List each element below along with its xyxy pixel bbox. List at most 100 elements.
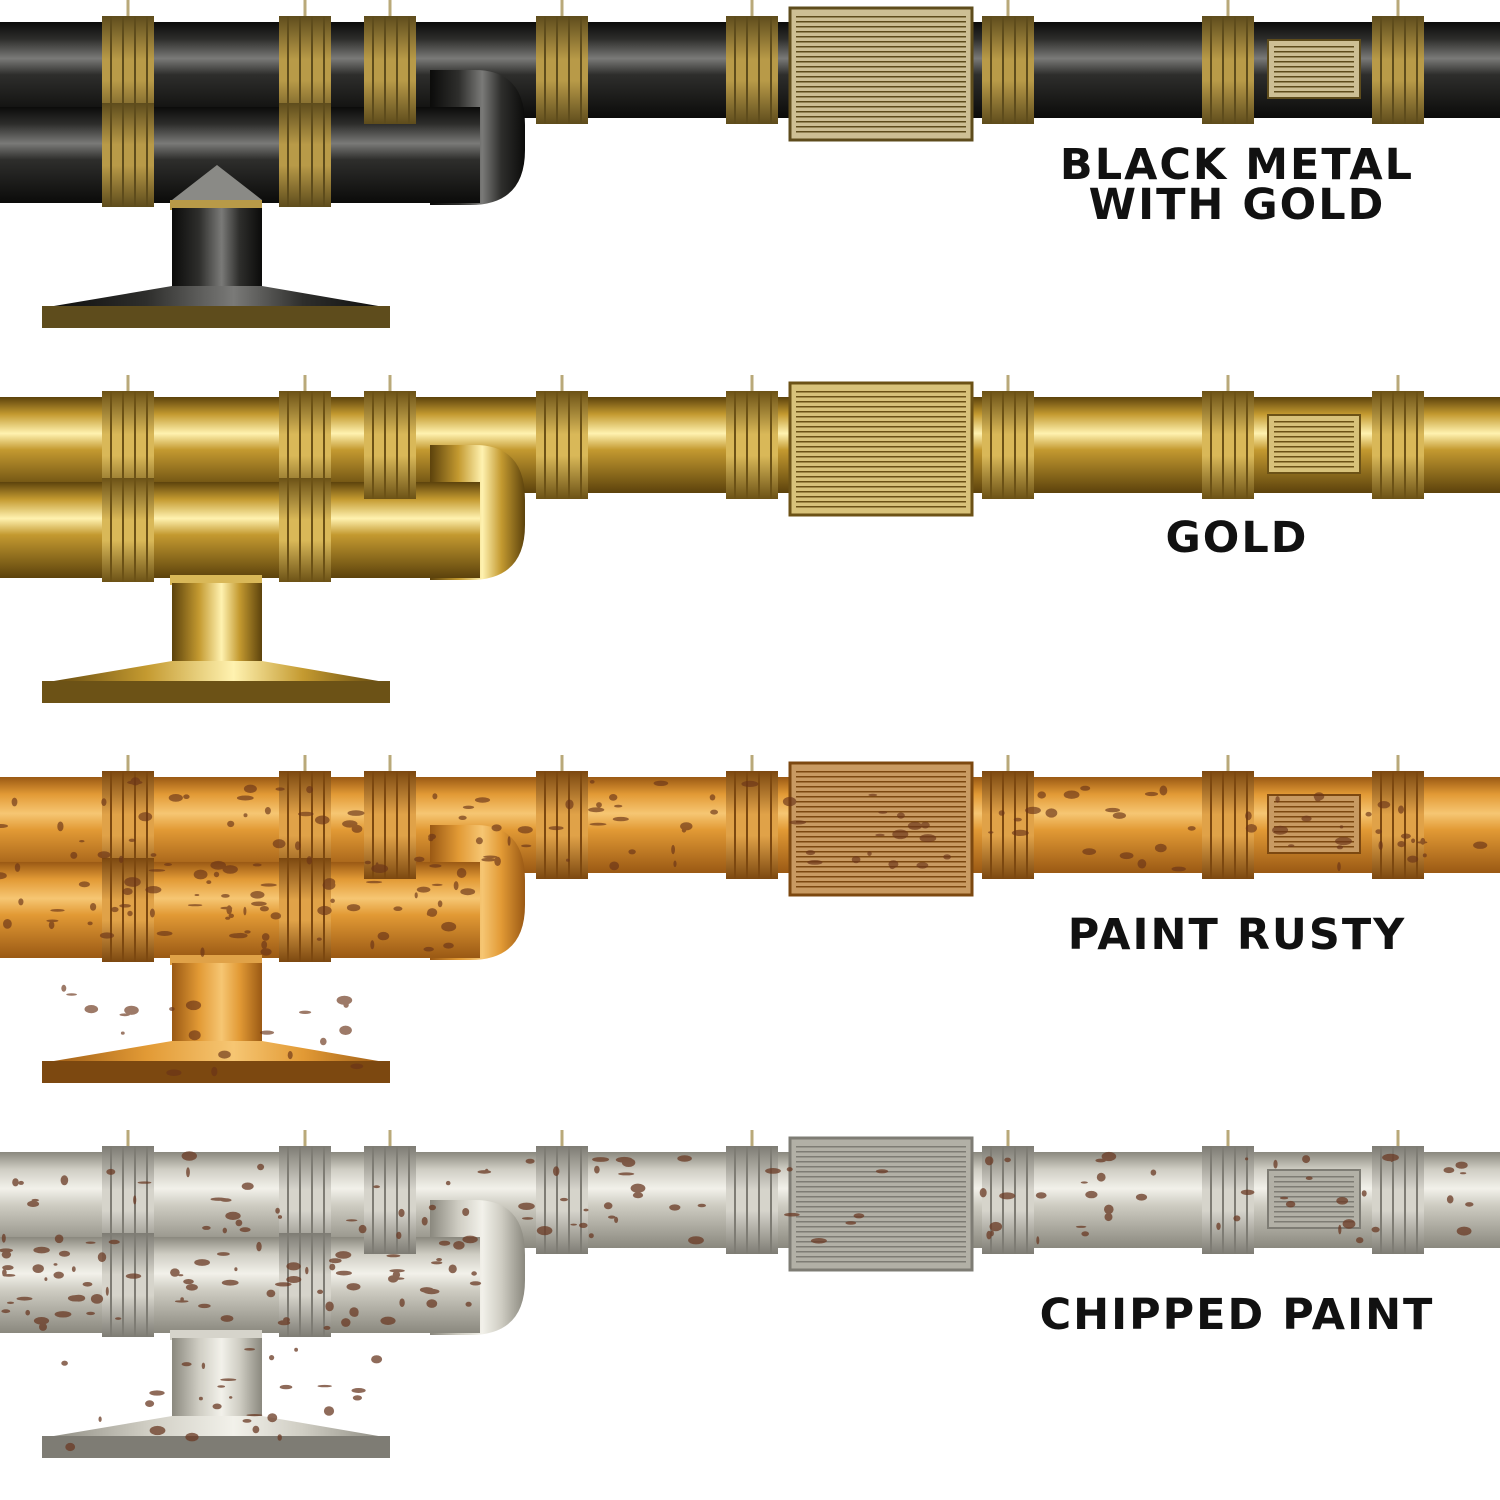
grille-slat [796,411,966,413]
pipe-coupling [726,391,778,499]
grille-slat [796,1261,966,1263]
small-grille-slat [1274,56,1354,58]
pipe-coupling [364,771,416,879]
hanger-rod [303,375,307,401]
branch-coupling [102,478,154,582]
small-grille-slat [1274,461,1354,463]
grille-slat [796,781,966,783]
pipe-coupling [1372,1146,1424,1254]
grille-slat [796,836,966,838]
small-grille-slat [1274,1196,1354,1198]
hanger-rod [1006,1130,1010,1156]
hanger-rod [560,375,564,401]
small-grille-slat [1274,801,1354,803]
tee-pipe [172,208,262,286]
diffuser-base [42,681,390,703]
pipe-coupling [1372,391,1424,499]
grille-slat [796,1216,966,1218]
duct-illustration [0,375,1500,703]
grille-slat [796,56,966,58]
diffuser-hood [42,1041,390,1063]
diffuser-hood [42,661,390,683]
grille-slat [796,476,966,478]
hanger-rod [303,1130,307,1156]
grille-slat [796,1231,966,1233]
grille-slat [796,876,966,878]
small-grille-slat [1274,456,1354,458]
grille-slat [796,856,966,858]
hanger-rod [1396,755,1400,781]
grille-slat [796,801,966,803]
diffuser-hood [42,1416,390,1438]
grille-slat [796,91,966,93]
small-grille-slat [1274,91,1354,93]
small-grille-slat [1274,1186,1354,1188]
grille-slat [796,846,966,848]
small-grille-slat [1274,816,1354,818]
pipe-coupling [536,1146,588,1254]
grille-slat [796,466,966,468]
grille-box [788,6,974,142]
hanger-rod [388,0,392,30]
pipe-coupling [536,771,588,879]
grille-slat [796,501,966,503]
grille-slat [796,81,966,83]
grille-slat [796,1156,966,1158]
material-label: CHIPPED PAINT [1027,1294,1447,1337]
small-grille [1267,39,1361,99]
hanger-rod [1396,375,1400,401]
hanger-rod [1226,375,1230,401]
grille-slat [796,71,966,73]
grille-slat [796,391,966,393]
tee-pipe [172,963,262,1041]
grille-box [788,761,974,897]
pipe-coupling [982,771,1034,879]
small-grille-slat [1274,821,1354,823]
grille-slat [796,491,966,493]
small-grille-slat [1274,76,1354,78]
grille-slat [796,796,966,798]
small-grille-slat [1274,1191,1354,1193]
grille-slat [796,791,966,793]
grille-slat [796,26,966,28]
small-grille-slat [1274,811,1354,813]
grille-slat [796,131,966,133]
small-grille-slat [1274,446,1354,448]
grille-slat [796,886,966,888]
hanger-rod [1396,1130,1400,1156]
grille-slat [796,881,966,883]
material-label: GOLD [1027,517,1447,560]
grille-slat [796,1211,966,1213]
grille-slat [796,441,966,443]
hanger-rod [1006,755,1010,781]
pipe-coupling [536,16,588,124]
grille-slat [796,51,966,53]
pipe-coupling [726,771,778,879]
paint-wear-spots [0,777,1488,1077]
grille-slat [796,461,966,463]
hanger-rod [303,0,307,30]
hanger-rod [388,375,392,401]
grille-slat [796,1191,966,1193]
diffuser-hood [42,286,390,308]
small-grille-slat [1274,51,1354,53]
tee-collar [170,575,262,585]
pipe-coupling [982,16,1034,124]
pipe-row-3: CHIPPED PAINT [0,1130,1500,1490]
small-grille-slat [1274,846,1354,848]
grille-slat [796,126,966,128]
grille-slat [796,21,966,23]
grille-slat [796,771,966,773]
grille-slat [796,1241,966,1243]
grille-slat [796,1196,966,1198]
grille-slat [796,86,966,88]
small-grille-slat [1274,1201,1354,1203]
material-label-line: PAINT RUSTY [1067,910,1407,960]
grille-slat [796,446,966,448]
small-grille-slat [1274,841,1354,843]
grille-slat [796,806,966,808]
hanger-rod [1226,1130,1230,1156]
grille-slat [796,496,966,498]
